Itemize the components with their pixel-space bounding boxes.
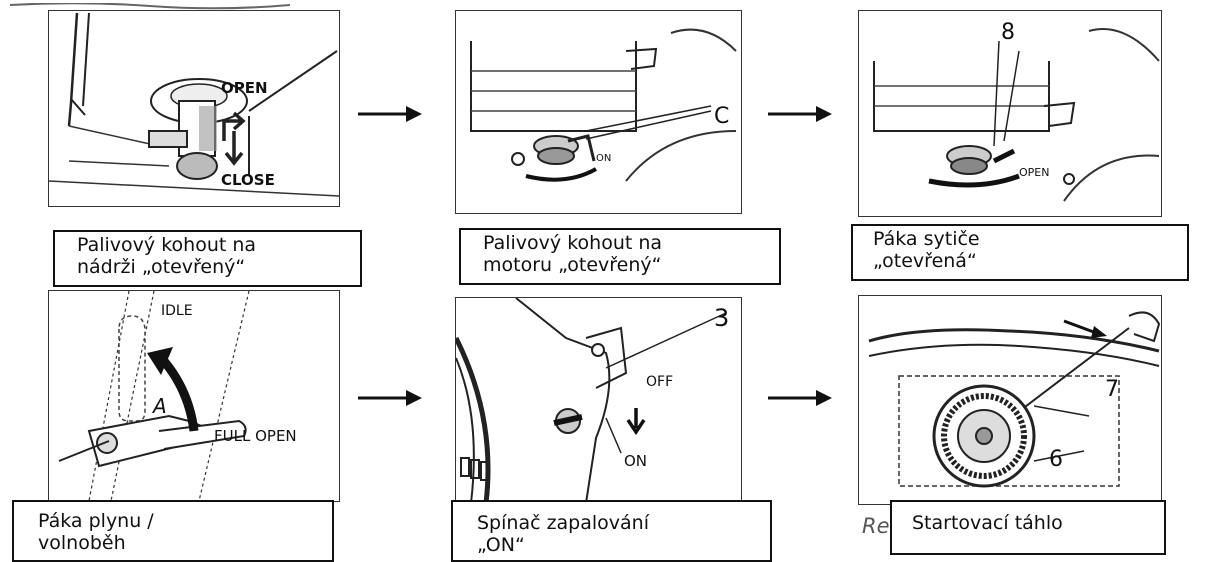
caption-line: Páka plynu / <box>38 510 154 532</box>
top-clipped-artifact <box>0 0 300 12</box>
panel-label: CLOSE <box>221 171 275 189</box>
caption-fuel-tank-valve: Palivový kohout na nádrži „otevřený“ <box>53 230 362 287</box>
panel-label: OPEN <box>1019 166 1049 179</box>
caption-ignition-switch: Spínač zapalování „ON“ <box>451 500 772 562</box>
panel-label: IDLE <box>161 303 193 319</box>
ignition-switch-illustration: 3 OFF ON <box>456 298 729 503</box>
panel-throttle-lever: IDLE A FULL OPEN <box>48 290 340 502</box>
caption-starter-cord: Startovací táhlo <box>890 500 1166 555</box>
caption-choke-lever: Páka sytiče „otevřená“ <box>851 224 1189 281</box>
panel-starter-cord: 7 6 <box>858 295 1162 505</box>
panel-label: 6 <box>1049 447 1063 472</box>
panel-label: C <box>714 104 729 129</box>
caption-throttle-lever: Páka plynu / volnoběh <box>12 500 334 562</box>
caption-line: Startovací táhlo <box>912 512 1063 534</box>
caption-engine-fuel-valve: Palivový kohout na motoru „otevřený“ <box>459 228 781 285</box>
step-arrow <box>358 388 424 408</box>
caption-line: motoru „otevřený“ <box>483 254 662 276</box>
panel-label: ON <box>596 153 611 164</box>
panel-choke-lever: 8 OPEN <box>858 10 1162 217</box>
panel-label: ON <box>624 452 647 470</box>
panel-label: 8 <box>1001 20 1015 45</box>
panel-fuel-tank-valve: OPEN CLOSE <box>48 10 340 207</box>
caption-line: Páka sytiče <box>873 228 980 250</box>
step-arrow <box>768 388 834 408</box>
caption-line: nádrži „otevřený“ <box>77 256 246 278</box>
panel-label: FULL OPEN <box>214 427 297 445</box>
panel-label: OPEN <box>221 79 268 97</box>
starter-cord-illustration: 7 6 <box>868 311 1161 488</box>
fuel-tank-valve-illustration: OPEN CLOSE <box>49 12 339 197</box>
throttle-lever-illustration: IDLE A FULL OPEN <box>58 291 297 501</box>
caption-line: Palivový kohout na <box>483 232 663 254</box>
panel-label: 3 <box>714 304 729 332</box>
caption-line: „otevřená“ <box>873 250 977 272</box>
caption-line: Palivový kohout na <box>77 234 257 256</box>
engine-fuel-valve-illustration: C ON <box>470 28 737 182</box>
panel-engine-fuel-valve: C ON <box>455 10 742 214</box>
step-arrow <box>358 104 424 124</box>
choke-lever-illustration: 8 OPEN <box>873 20 1160 202</box>
step-arrow <box>768 104 834 124</box>
caption-line: „ON“ <box>477 534 525 556</box>
caption-line: volnoběh <box>38 532 126 554</box>
panel-label: 7 <box>1105 377 1119 402</box>
stray-text: Re <box>862 514 890 538</box>
panel-label: OFF <box>646 374 673 390</box>
panel-ignition-switch: 3 OFF ON <box>455 297 742 504</box>
panel-label: A <box>151 394 167 418</box>
caption-line: Spínač zapalování <box>477 512 650 534</box>
